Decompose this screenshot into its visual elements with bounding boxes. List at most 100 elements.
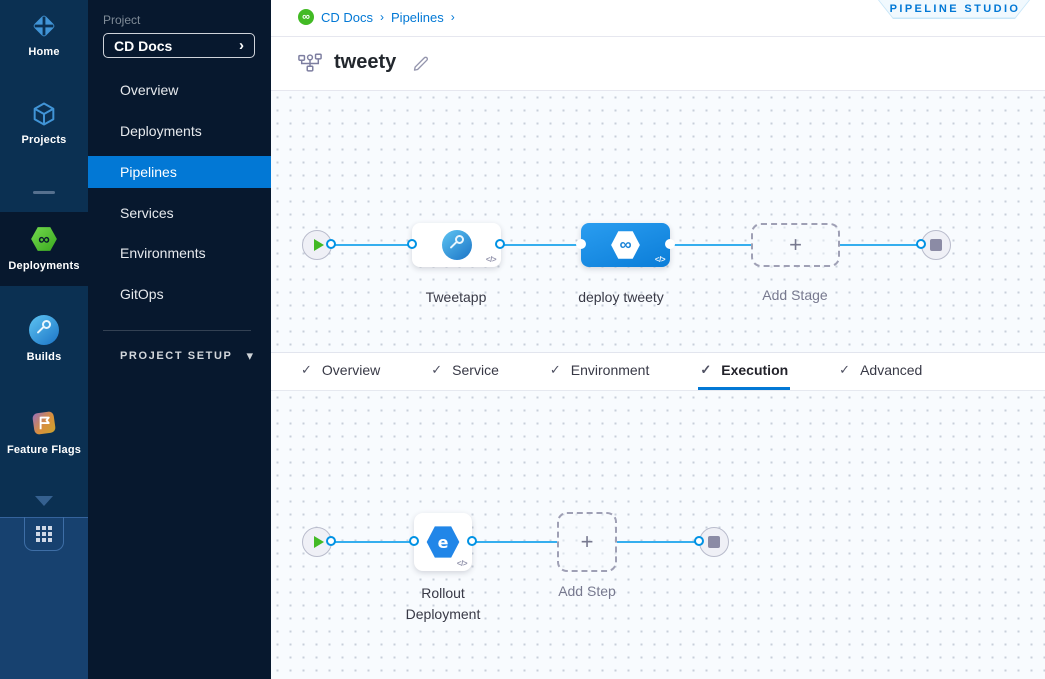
sidebar-item-deployments[interactable]: Deployments	[120, 123, 202, 139]
tab-overview[interactable]: ✓ Overview	[299, 353, 382, 390]
project-selector[interactable]: CD Docs ›	[103, 33, 255, 58]
connector-port	[576, 239, 586, 249]
projects-icon	[30, 100, 58, 128]
edit-pipeline-name-button[interactable]	[412, 54, 430, 72]
pipeline-studio-badge: PIPELINE STUDIO	[878, 0, 1030, 19]
rail-item-projects[interactable]: Projects	[0, 100, 88, 146]
check-icon: ✓	[700, 362, 712, 377]
build-stage-icon	[441, 230, 472, 260]
rail-item-feature-flags[interactable]: Feature Flags	[0, 408, 88, 456]
sidebar-item-pipelines[interactable]: Pipelines	[88, 156, 271, 188]
cd-module-icon: ∞	[29, 224, 59, 254]
connector-port	[916, 239, 926, 249]
rail-dock	[0, 517, 88, 679]
connector-port	[467, 536, 477, 546]
sidebar-divider	[103, 330, 251, 331]
tab-environment[interactable]: ✓ Environment	[548, 353, 652, 390]
rail-item-label: Deployments	[8, 260, 80, 272]
connector-line	[840, 244, 922, 246]
breadcrumb: ∞ CD Docs › Pipelines ›	[298, 9, 455, 25]
connector-line	[332, 244, 412, 246]
connector-port	[326, 536, 336, 546]
check-icon: ✓	[549, 362, 561, 377]
stage-config-tabs: ✓ Overview ✓ Service ✓ Environment ✓ Exe…	[271, 352, 1045, 391]
check-icon: ✓	[431, 362, 443, 377]
tab-label: Advanced	[860, 362, 923, 378]
sidebar-item-services[interactable]: Services	[120, 205, 174, 221]
rail-more-chevron-down-icon[interactable]	[35, 496, 53, 506]
sidebar-item-environments[interactable]: Environments	[120, 245, 206, 261]
pipeline-name: tweety	[334, 51, 397, 73]
project-setup-label: PROJECT SETUP	[120, 350, 233, 362]
play-icon	[313, 536, 324, 548]
check-icon: ✓	[839, 362, 851, 377]
connector-port	[495, 239, 505, 249]
rail-item-label: Builds	[26, 351, 62, 363]
add-step-button[interactable]: +	[557, 512, 617, 572]
stage-yaml-glyph[interactable]: </>	[654, 255, 666, 264]
svg-text:∞: ∞	[38, 230, 50, 248]
connector-line	[617, 541, 700, 543]
connector-port	[694, 536, 704, 546]
connector-port	[326, 239, 336, 249]
step-node-rollout-deployment[interactable]: e </>	[414, 513, 472, 571]
deploy-stage-icon: ∞	[611, 231, 640, 259]
stage-canvas[interactable]: </> ∞ </> + Tweetapp deploy tweety Add S…	[271, 91, 1045, 352]
connector-line	[332, 541, 414, 543]
pipeline-studio-badge-label: PIPELINE STUDIO	[889, 2, 1021, 15]
cd-project-icon: ∞	[298, 9, 314, 25]
connector-line	[500, 244, 581, 246]
execution-canvas[interactable]: e </> + Rollout Deployment Add Step	[271, 391, 1045, 679]
rail-item-label: Home	[28, 46, 60, 58]
sidebar-item-gitops[interactable]: GitOps	[120, 286, 164, 302]
feature-flags-icon	[29, 408, 59, 438]
add-stage-label: Add Stage	[762, 287, 828, 303]
stop-icon	[708, 536, 720, 548]
rail-item-label: Projects	[21, 134, 67, 146]
tab-service[interactable]: ✓ Service	[429, 353, 501, 390]
chevron-right-icon: ›	[239, 37, 244, 54]
tab-label: Execution	[721, 362, 789, 378]
breadcrumb-bar: ∞ CD Docs › Pipelines › PIPELINE STUDIO	[271, 0, 1045, 37]
stage-node-deploy-tweety[interactable]: ∞ </>	[581, 223, 670, 267]
tab-execution[interactable]: ✓ Execution	[698, 353, 791, 390]
breadcrumb-link-project[interactable]: CD Docs	[321, 9, 374, 25]
stage-label: Tweetapp	[425, 289, 487, 305]
stage-node-tweetapp[interactable]: </>	[412, 223, 501, 267]
chevron-down-icon: ▾	[246, 348, 254, 363]
tab-label: Service	[452, 362, 499, 378]
rail-item-home[interactable]: Home	[0, 12, 88, 58]
stage-yaml-glyph[interactable]: </>	[485, 255, 497, 264]
add-stage-button[interactable]: +	[751, 223, 840, 267]
sidebar-item-overview[interactable]: Overview	[120, 82, 179, 98]
plus-icon: +	[789, 232, 802, 257]
tab-label: Environment	[570, 362, 650, 378]
project-label: Project	[103, 13, 141, 27]
breadcrumb-separator-icon: ›	[450, 10, 455, 24]
pipeline-title-bar: tweety VISUAL YAML	[271, 37, 1045, 113]
project-setup-toggle[interactable]: PROJECT SETUP ▾	[120, 348, 253, 364]
add-step-label: Add Step	[558, 583, 616, 599]
home-icon	[30, 12, 58, 40]
step-yaml-glyph[interactable]: </>	[456, 559, 468, 568]
check-icon: ✓	[301, 362, 312, 377]
step-label: Rollout Deployment	[405, 585, 481, 622]
breadcrumb-link-pipelines[interactable]: Pipelines	[391, 9, 444, 25]
connector-port	[407, 239, 417, 249]
rail-item-builds[interactable]: Builds	[0, 315, 88, 363]
connector-line	[670, 244, 751, 246]
tab-advanced[interactable]: ✓ Advanced	[837, 353, 924, 390]
tab-label: Overview	[321, 362, 381, 378]
breadcrumb-separator-icon: ›	[380, 10, 385, 24]
project-selector-value: CD Docs	[114, 37, 173, 54]
grid-icon	[35, 525, 53, 543]
rail-item-label: Feature Flags	[6, 444, 82, 456]
plus-icon: +	[580, 529, 594, 554]
play-icon	[313, 239, 324, 251]
stop-icon	[930, 239, 942, 251]
rail-item-deployments[interactable]: ∞ Deployments	[0, 212, 88, 286]
project-sidebar: Project CD Docs › Overview Deployments P…	[88, 0, 271, 679]
pipeline-graph-icon	[298, 52, 322, 74]
all-modules-button[interactable]	[24, 517, 64, 551]
